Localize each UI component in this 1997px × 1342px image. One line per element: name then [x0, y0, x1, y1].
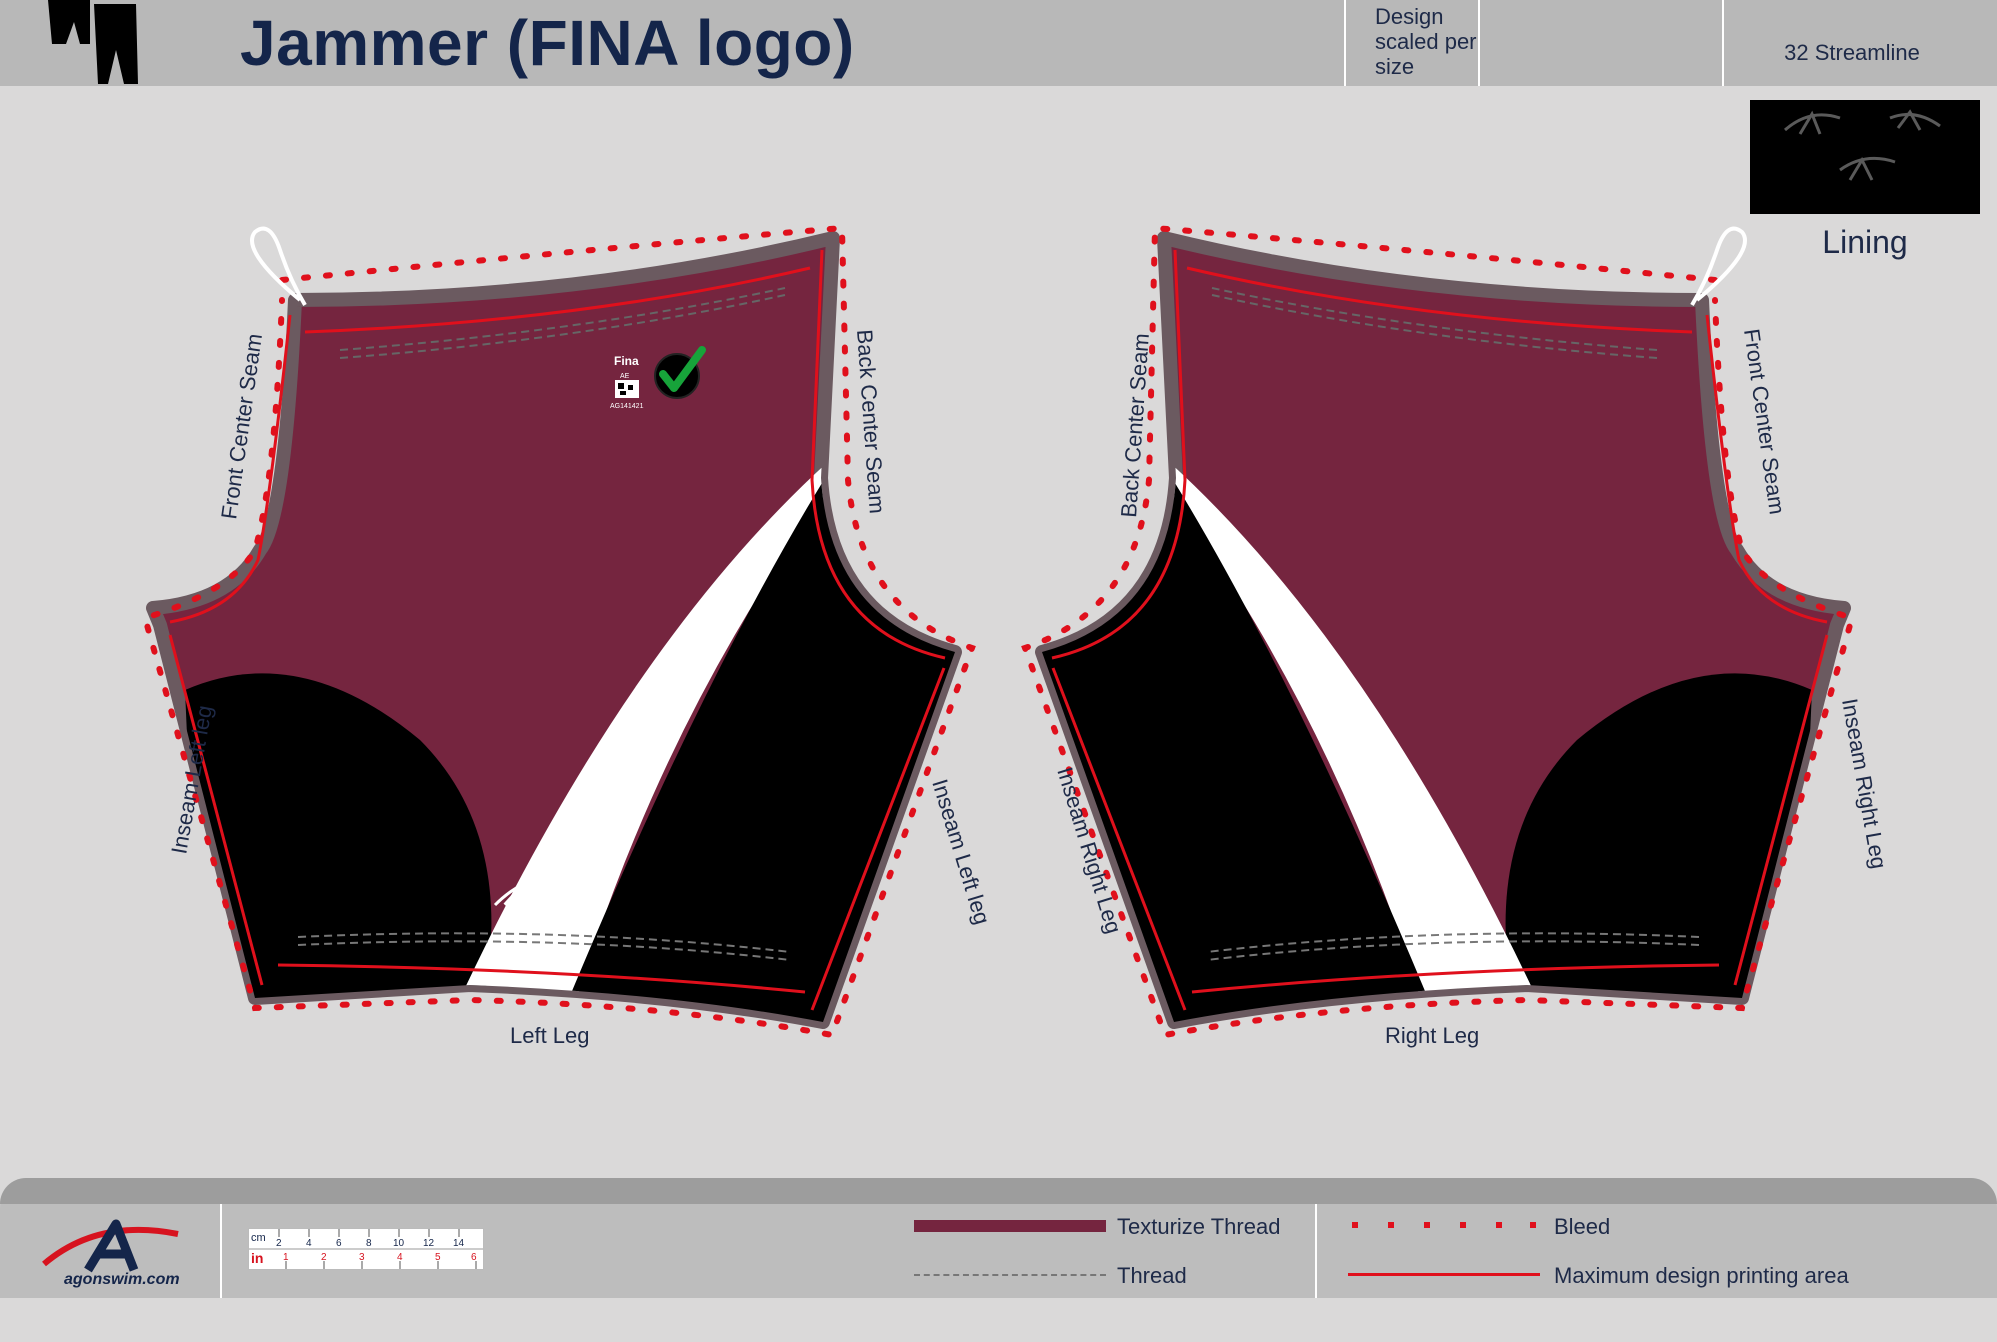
legend-thread: Thread [1117, 1263, 1187, 1288]
lining-label: Lining [1822, 224, 1908, 260]
texturize-thread-swatch [914, 1220, 1106, 1232]
svg-text:14: 14 [453, 1238, 465, 1249]
legend-texturize-thread: Texturize Thread [1117, 1214, 1281, 1239]
svg-text:6: 6 [336, 1238, 342, 1249]
left-leg-panel[interactable] [141, 224, 976, 1039]
label-front-center-seam-right: Front Center Seam [1739, 327, 1790, 516]
header-divider [1722, 0, 1724, 86]
label-back-center-seam-left: Back Center Seam [852, 329, 890, 515]
label-back-center-seam-right: Back Center Seam [1116, 332, 1154, 518]
header-bar: Jammer (FINA logo) Design scaled per siz… [0, 0, 1997, 86]
header-divider [1344, 0, 1346, 86]
svg-text:agonswim.com: agonswim.com [64, 1271, 180, 1288]
agonswim-logo: agonswim.com [42, 1219, 180, 1288]
label-right-leg: Right Leg [1385, 1023, 1479, 1048]
svg-text:2: 2 [321, 1252, 327, 1263]
svg-text:1: 1 [283, 1252, 289, 1263]
label-left-leg: Left Leg [510, 1023, 590, 1048]
max-print-area-swatch [1348, 1273, 1540, 1276]
svg-text:in: in [251, 1250, 263, 1266]
lining-swatch[interactable] [1750, 100, 1980, 214]
agonswim-logo-left: agonswim.com [493, 868, 578, 921]
legend-bleed: Bleed [1554, 1214, 1611, 1239]
svg-text:4: 4 [306, 1238, 312, 1249]
model-name: 32 Streamline [1784, 40, 1920, 65]
header-divider [1478, 0, 1480, 86]
thread-swatch [914, 1274, 1106, 1276]
design-scale-note: Design scaled per size [1375, 4, 1477, 79]
svg-text:Fina: Fina [614, 354, 639, 368]
legend-max-print-area: Maximum design printing area [1554, 1263, 1849, 1288]
svg-text:2: 2 [276, 1238, 282, 1249]
svg-text:10: 10 [393, 1238, 405, 1249]
label-front-center-seam-left: Front Center Seam [216, 332, 267, 521]
bleed-swatch [1352, 1222, 1536, 1228]
svg-text:AG141421: AG141421 [610, 403, 644, 410]
right-leg-panel[interactable] [1021, 224, 1856, 1039]
svg-text:6: 6 [471, 1252, 477, 1263]
svg-text:AE: AE [620, 373, 630, 380]
svg-text:8: 8 [366, 1238, 372, 1249]
fina-badge: Fina AE AG141421 [610, 354, 644, 410]
label-inseam-left-inner: Inseam Left leg [927, 776, 995, 927]
svg-text:agonswim.com: agonswim.com [505, 909, 578, 921]
svg-text:5: 5 [435, 1252, 441, 1263]
svg-text:cm: cm [251, 1232, 266, 1244]
page-title: Jammer (FINA logo) [240, 7, 855, 79]
jammer-shorts-icon [48, 0, 138, 84]
footer-divider [220, 1204, 222, 1298]
pattern-canvas: Fina AE AG141421 agonswim.com F [141, 224, 1892, 1048]
svg-text:4: 4 [397, 1252, 403, 1263]
approved-check-icon [654, 346, 706, 399]
lining-logo-pattern [1784, 109, 1941, 181]
footer-divider [1315, 1204, 1317, 1298]
svg-text:3: 3 [359, 1252, 365, 1263]
svg-text:12: 12 [423, 1238, 435, 1249]
label-inseam-right-inner: Inseam Right Leg [1837, 697, 1892, 871]
